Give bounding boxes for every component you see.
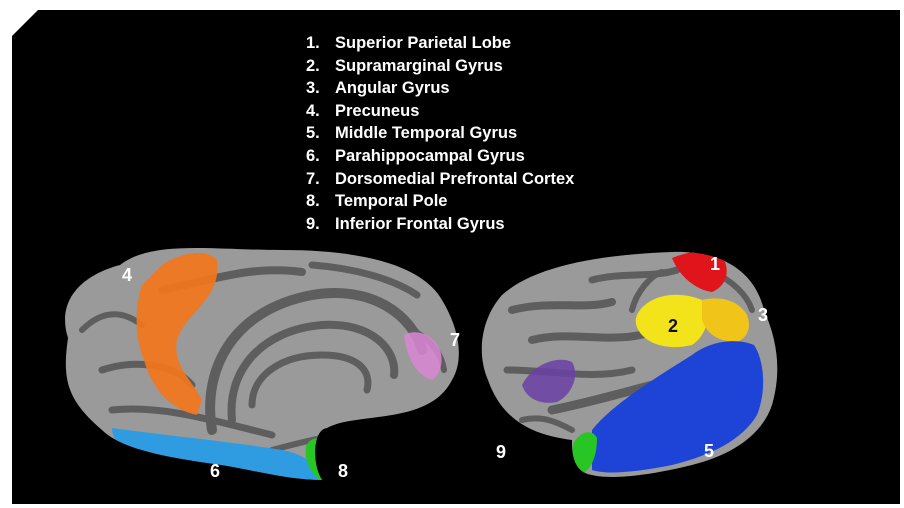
legend-item: 5.Middle Temporal Gyrus <box>306 122 574 145</box>
legend-item: 4.Precuneus <box>306 100 574 123</box>
legend-item: 6.Parahippocampal Gyrus <box>306 145 574 168</box>
legend-item-number: 9. <box>306 213 335 236</box>
marker-dorsomedial-prefrontal: 7 <box>450 330 460 351</box>
legend-item-number: 5. <box>306 122 335 145</box>
legend-item-label: Supramarginal Gyrus <box>335 55 503 78</box>
region-legend: 1.Superior Parietal Lobe 2.Supramarginal… <box>306 32 574 235</box>
legend-item-number: 2. <box>306 55 335 78</box>
marker-temporal-pole: 8 <box>338 461 348 482</box>
legend-item-label: Superior Parietal Lobe <box>335 32 511 55</box>
marker-parahippocampal: 6 <box>210 461 220 482</box>
legend-item: 3.Angular Gyrus <box>306 77 574 100</box>
marker-precuneus: 4 <box>122 265 132 286</box>
legend-item: 2.Supramarginal Gyrus <box>306 55 574 78</box>
legend-item: 7.Dorsomedial Prefrontal Cortex <box>306 168 574 191</box>
legend-item: 8.Temporal Pole <box>306 190 574 213</box>
legend-item: 1.Superior Parietal Lobe <box>306 32 574 55</box>
legend-item: 9.Inferior Frontal Gyrus <box>306 213 574 236</box>
legend-item-number: 6. <box>306 145 335 168</box>
lateral-hemisphere <box>482 252 778 477</box>
marker-angular: 3 <box>758 305 768 326</box>
legend-item-label: Dorsomedial Prefrontal Cortex <box>335 168 574 191</box>
marker-supramarginal: 2 <box>668 316 678 337</box>
legend-item-label: Parahippocampal Gyrus <box>335 145 525 168</box>
legend-item-number: 1. <box>306 32 335 55</box>
legend-item-label: Precuneus <box>335 100 419 123</box>
marker-superior-parietal: 1 <box>710 254 720 275</box>
legend-item-number: 7. <box>306 168 335 191</box>
legend-item-label: Temporal Pole <box>335 190 447 213</box>
marker-middle-temporal: 5 <box>704 441 714 462</box>
legend-item-label: Inferior Frontal Gyrus <box>335 213 505 236</box>
legend-item-label: Middle Temporal Gyrus <box>335 122 517 145</box>
legend-item-number: 8. <box>306 190 335 213</box>
figure-frame: 1.Superior Parietal Lobe 2.Supramarginal… <box>12 10 900 504</box>
legend-item-label: Angular Gyrus <box>335 77 450 100</box>
legend-item-number: 4. <box>306 100 335 123</box>
legend-item-number: 3. <box>306 77 335 100</box>
marker-inferior-frontal: 9 <box>496 442 506 463</box>
